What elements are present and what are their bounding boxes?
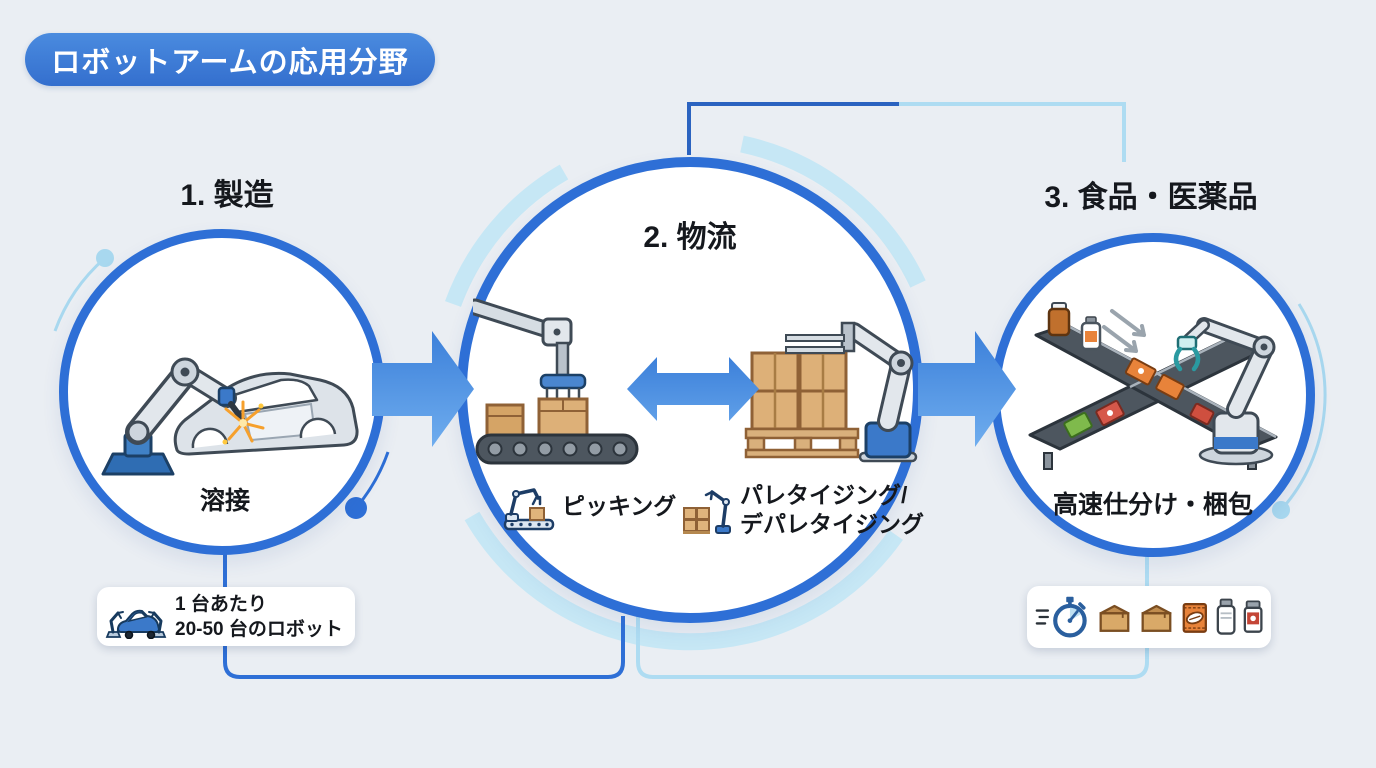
page-title: ロボットアームの応用分野 [25,33,435,86]
manufacturing-note-box: 1 台あたり 20-50 台のロボット [97,587,355,646]
page-title-text: ロボットアームの応用分野 [51,46,409,79]
box-stack-icon [750,351,848,431]
palletizing-mini-icon [683,490,731,534]
conveyor-rollers [487,441,628,457]
palletizing-label: パレタイジング/ デパレタイジング [740,481,924,539]
picking-label: ピッキング [562,493,677,519]
palletizing-label-line2: デパレタイジング [740,511,924,537]
stopwatch-icon [1035,596,1087,638]
bottle-icons [1047,302,1102,351]
box-icon [1099,604,1130,632]
box-icon [485,403,525,439]
bottle-icon [1216,598,1236,635]
package-icons [1063,357,1215,438]
motion-arrows-icon [1102,309,1146,353]
welding-robot-illustration [101,357,359,476]
box-icon [1141,604,1172,632]
welding-robot-arm-icon [101,357,245,476]
heading-logistics: 2. 物流 [643,221,737,254]
caption-sorting-packing: 高速仕分け・梱包 [1052,491,1253,519]
heading-manufacturing: 1. 製造 [180,179,274,212]
car-assembly-icon [105,609,167,639]
manufacturing-note-text: 1 台あたり 20-50 台のロボット [175,592,343,642]
picking-mini-icon [503,488,555,531]
palletizing-robot-illustration [744,321,918,463]
top-bracket-light-line [899,102,1126,162]
food-pharma-icon-strip [1027,586,1271,648]
pallet-icon [744,427,860,459]
heading-food-pharma: 3. 食品・医薬品 [1044,181,1258,214]
caption-welding: 溶接 [199,487,250,515]
palletizing-label-line1: パレタイジング/ [740,482,908,508]
palletizing-arm-icon [785,321,918,463]
picking-robot-illustration [473,298,639,465]
box-tape-lines [773,353,825,429]
note-line2: 20-50 台のロボット [175,618,343,640]
weld-sparks-icon [222,400,265,445]
suction-fingers-icon [545,388,581,398]
sorting-robot-illustration [1028,302,1278,470]
snack-pack-icon [1182,602,1207,633]
sorting-arm-icon [1173,317,1276,466]
top-bracket-dark-line [687,102,899,155]
note-line1: 1 台あたり [175,593,267,615]
pill-bottle-icon [1243,600,1263,633]
